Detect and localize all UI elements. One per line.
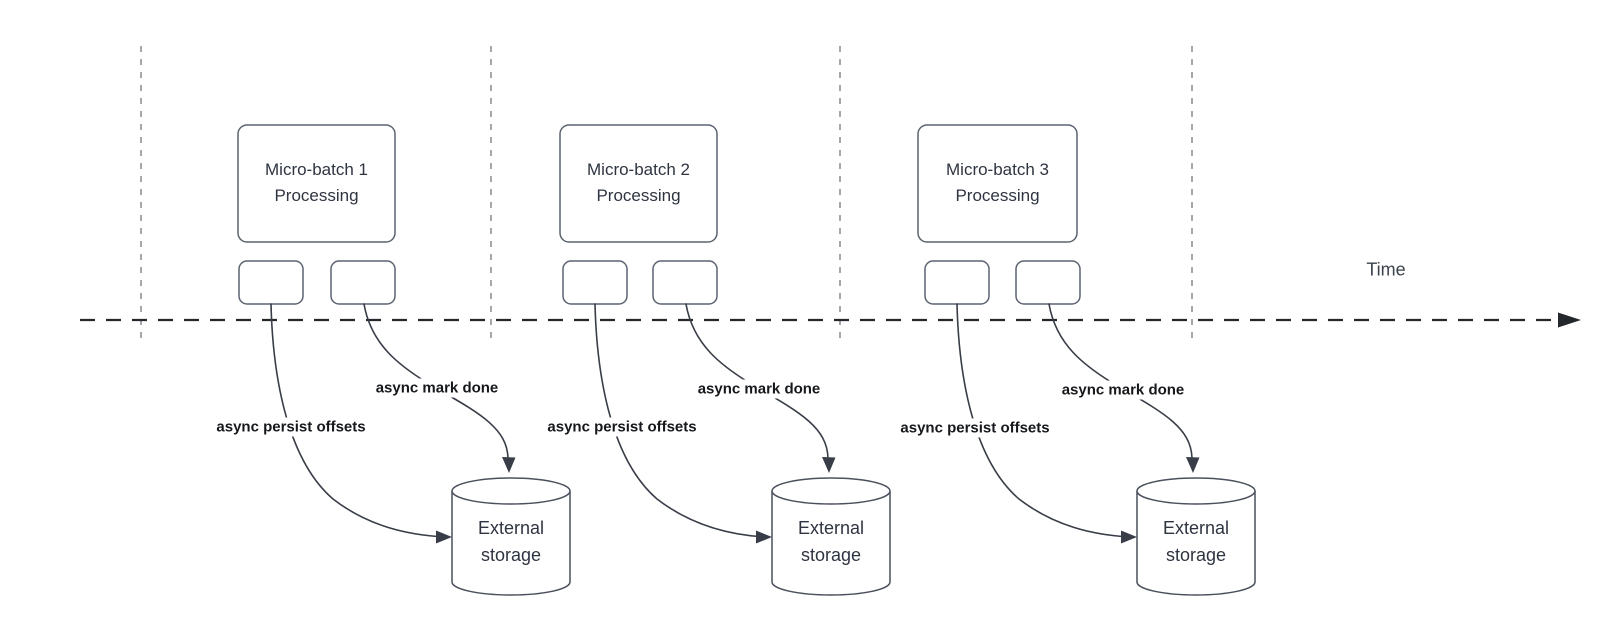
mark-done-arrow-1 <box>363 303 509 459</box>
external-storage-2-cylinder-top <box>771 477 891 505</box>
persist-offsets-arrow-1 <box>270 303 446 538</box>
section-microbatch-3 <box>917 124 1256 596</box>
external-storage-3-cylinder-body <box>1136 491 1256 596</box>
batch-interval-guides <box>140 46 1193 342</box>
mark-done-arrow-2 <box>685 303 829 459</box>
persist-offsets-arrow-3 <box>956 303 1131 538</box>
timeline-arrowhead-icon <box>1558 312 1581 328</box>
external-storage-1-cylinder-body <box>451 491 571 596</box>
microbatch-3-task-a-box <box>924 260 990 305</box>
microbatch-3-task-b-box <box>1015 260 1081 305</box>
persist-offsets-arrowhead-2-icon <box>756 530 772 544</box>
microbatch-2-task-a-box <box>562 260 628 305</box>
microbatch-1-box <box>237 124 396 243</box>
persist-offsets-arrowhead-1-icon <box>436 530 452 544</box>
microbatch-2-box <box>559 124 718 243</box>
mark-done-arrowhead-2-icon <box>822 457 836 473</box>
external-storage-2-cylinder-body <box>771 491 891 596</box>
persist-offsets-arrowhead-3-icon <box>1121 530 1137 544</box>
microbatch-1-task-b-box <box>330 260 396 305</box>
microbatch-3-box <box>917 124 1078 243</box>
microbatch-2-task-b-box <box>652 260 718 305</box>
persist-offsets-arrow-2 <box>594 303 766 538</box>
mark-done-arrowhead-3-icon <box>1186 457 1200 473</box>
microbatch-1-task-a-box <box>238 260 304 305</box>
external-storage-1-cylinder-top <box>451 477 571 505</box>
section-microbatch-2 <box>559 124 891 596</box>
timeline <box>80 312 1581 328</box>
mark-done-arrow-3 <box>1048 303 1193 459</box>
external-storage-3-cylinder-top <box>1136 477 1256 505</box>
section-microbatch-1 <box>237 124 571 596</box>
mark-done-arrowhead-1-icon <box>502 457 516 473</box>
